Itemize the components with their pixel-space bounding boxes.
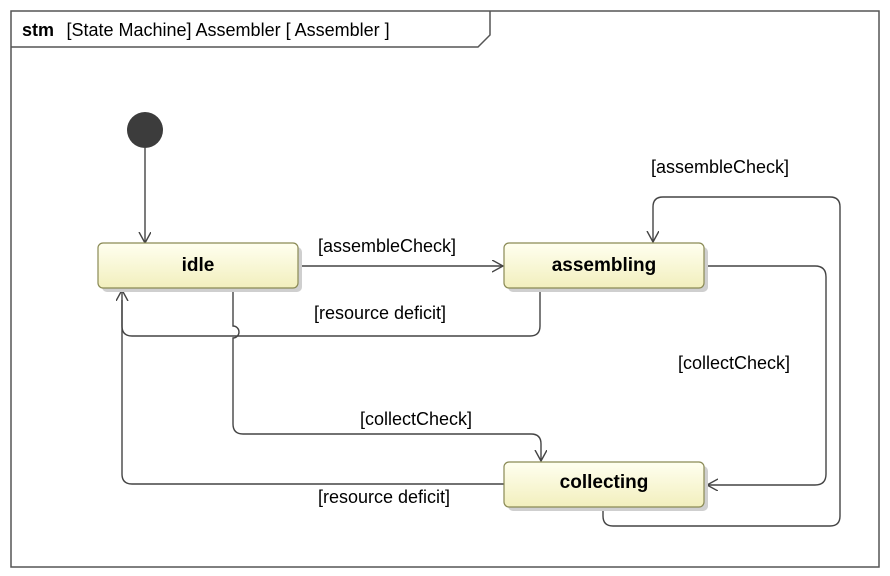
state-collecting[interactable]: collecting [503, 461, 708, 511]
transition-assembling-to-collecting [705, 265, 827, 485]
frame-keyword: stm [22, 20, 54, 40]
state-assembling[interactable]: assembling [503, 242, 708, 292]
guard-idle-to-collecting: [collectCheck] [360, 409, 472, 429]
state-collecting-label: collecting [560, 472, 649, 493]
guard-collecting-to-idle: [resource deficit] [318, 487, 450, 507]
initial-node [127, 112, 163, 148]
frame-header: stm [State Machine] Assembler [ Assemble… [22, 20, 390, 40]
diagram-frame [10, 10, 880, 568]
frame-header-tab [11, 11, 491, 48]
state-assembling-label: assembling [552, 255, 657, 276]
state-idle[interactable]: idle [97, 242, 302, 292]
guard-collecting-to-assembling: [assembleCheck] [651, 157, 789, 177]
frame-title: [State Machine] Assembler [ Assembler ] [66, 20, 389, 40]
guard-idle-to-assembling: [assembleCheck] [318, 236, 456, 256]
transition-collecting-to-assembling [602, 196, 841, 527]
state-idle-label: idle [182, 255, 215, 276]
guard-assembling-to-collecting: [collectCheck] [678, 353, 790, 373]
guard-assembling-to-idle: [resource deficit] [314, 303, 446, 323]
transition-idle-to-collecting [232, 289, 541, 461]
transition-collecting-to-idle [121, 300, 505, 485]
